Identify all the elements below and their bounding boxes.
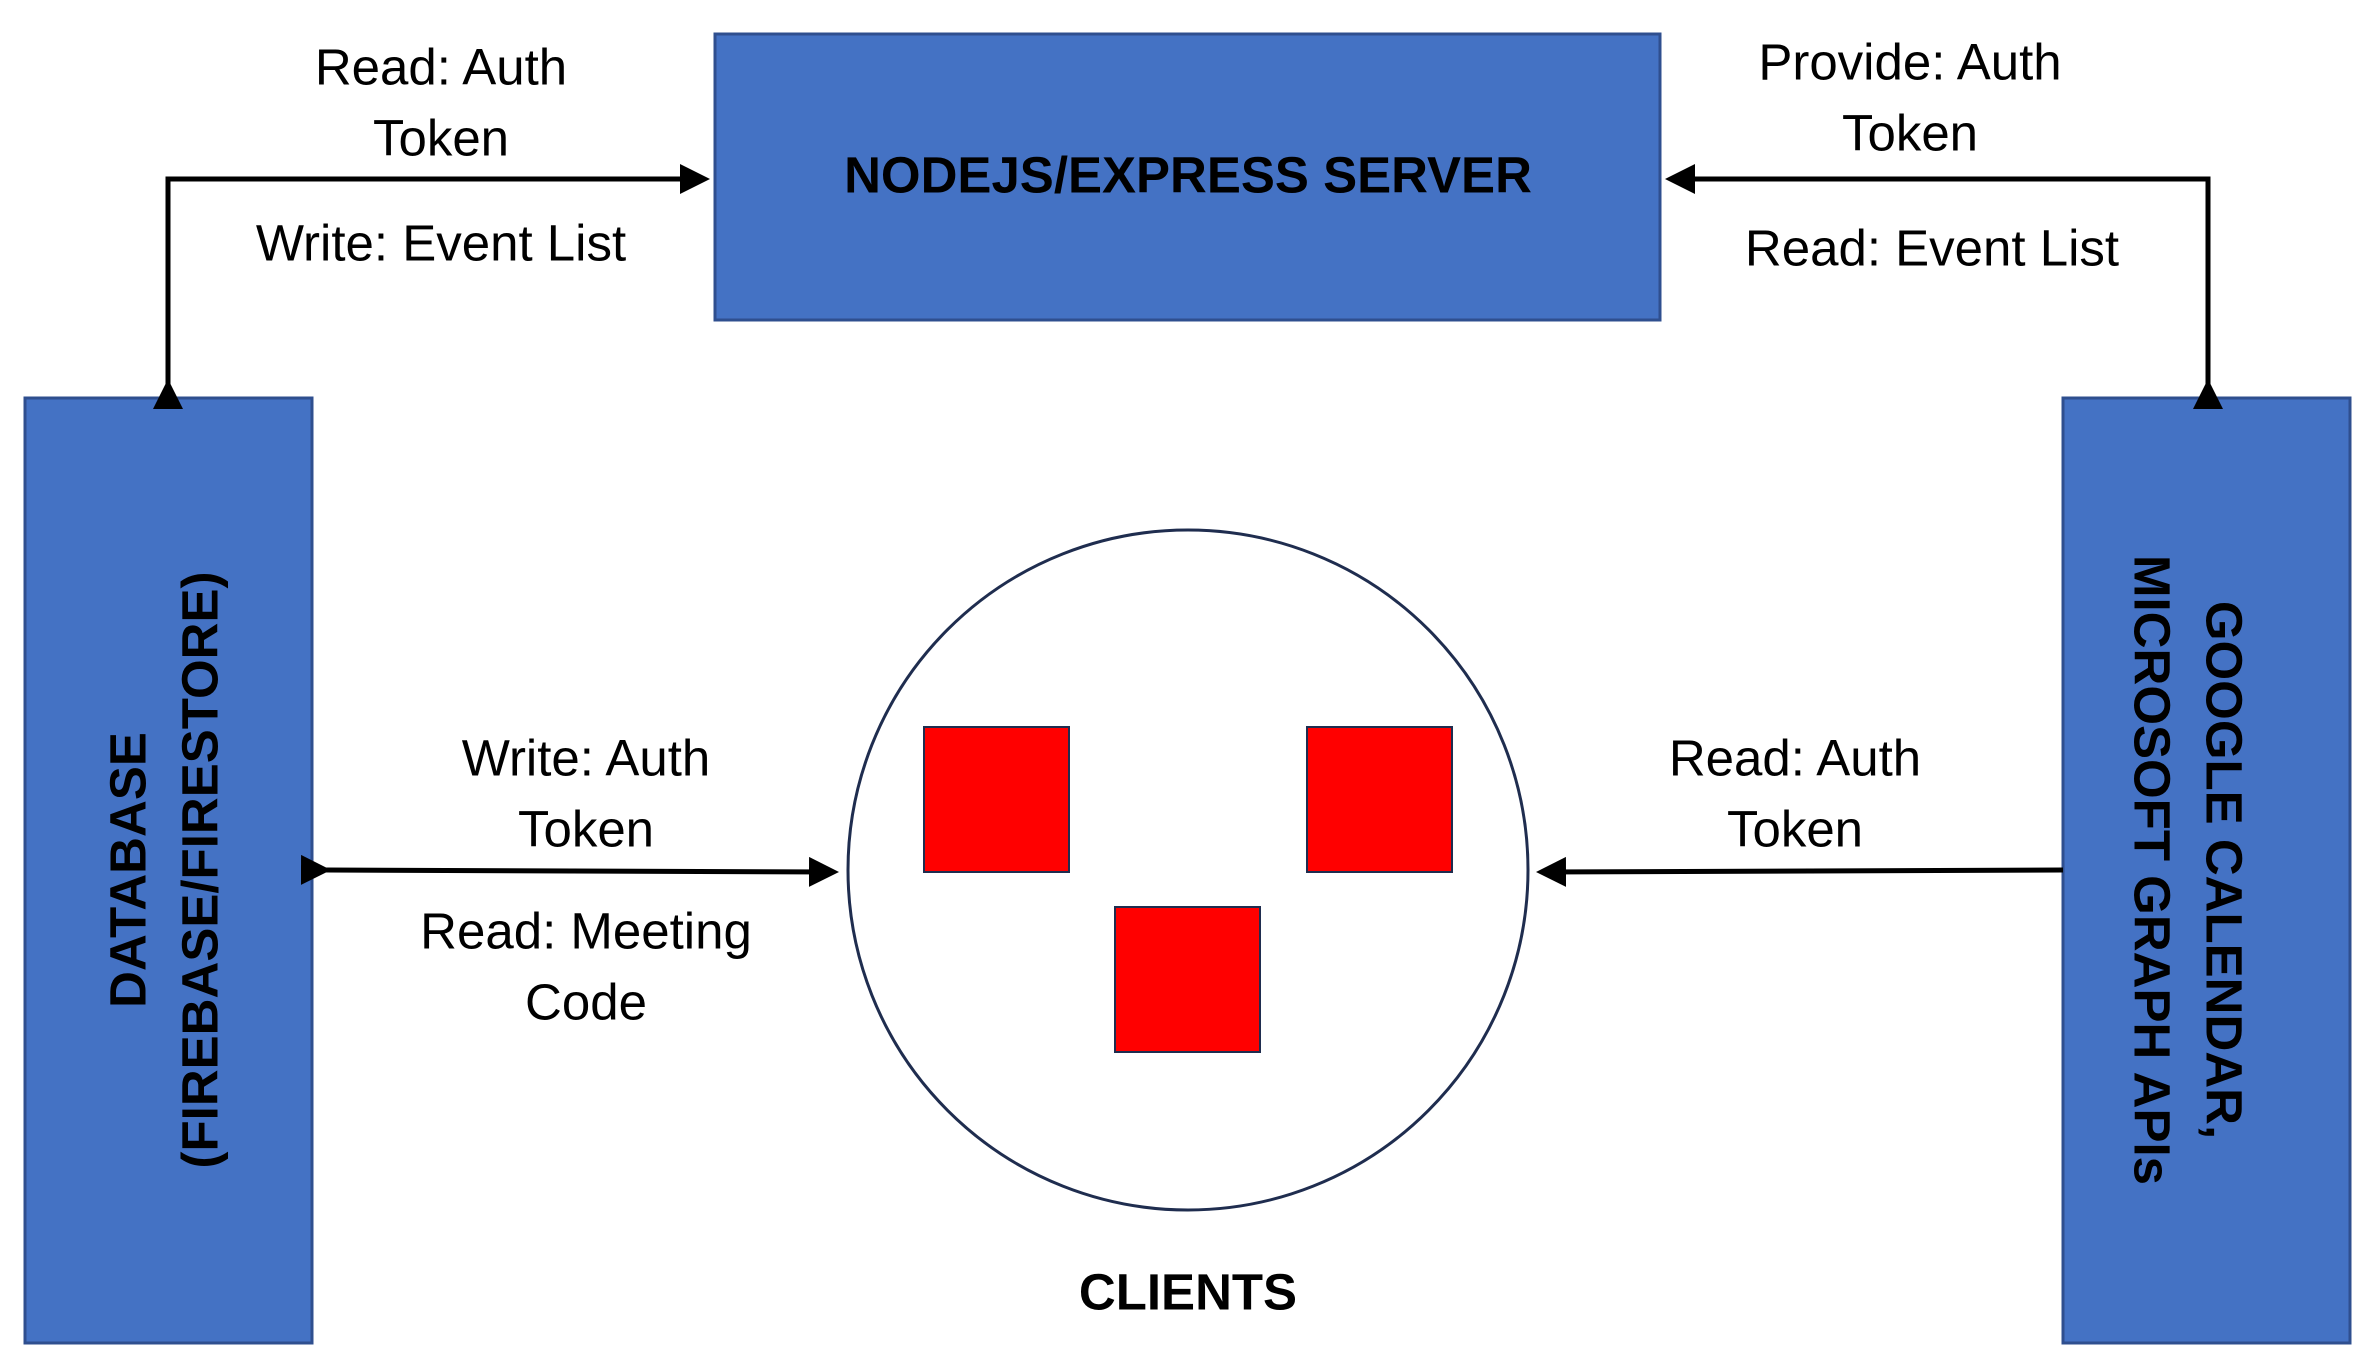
edge-label-write-auth-line2: Token — [518, 800, 654, 857]
apis-node: GOOGLE CALENDAR, MICROSOFT GRAPH APIs — [2061, 396, 2352, 1345]
apis-label-line1: GOOGLE CALENDAR, — [2196, 601, 2253, 1139]
clients-label: CLIENTS — [1079, 1263, 1297, 1320]
database-box — [23, 396, 314, 1345]
edge-label-read-auth-line1: Read: Auth — [315, 38, 567, 95]
edge-label-read-auth-client-line1: Read: Auth — [1669, 729, 1921, 786]
edge-apis-clients: Read: Auth Token — [1536, 729, 2064, 887]
connector-server-database — [153, 164, 710, 409]
edge-label-read-auth-client-line2: Token — [1727, 800, 1863, 857]
edge-label-provide-auth-line1: Provide: Auth — [1758, 33, 2061, 90]
client-square — [1306, 726, 1453, 873]
edge-label-read-auth-line2: Token — [373, 109, 509, 166]
client-square — [1114, 906, 1261, 1053]
edge-label-read-meeting-line1: Read: Meeting — [420, 902, 752, 959]
edge-database-clients: Write: Auth Token Read: Meeting Code — [300, 729, 839, 1030]
server-label: NODEJS/EXPRESS SERVER — [844, 146, 1532, 203]
apis-label-line2: MICROSOFT GRAPH APIs — [2124, 555, 2181, 1185]
server-box — [713, 32, 1662, 322]
server-node: NODEJS/EXPRESS SERVER — [713, 32, 1662, 322]
edge-label-read-meeting-line2: Code — [525, 973, 647, 1030]
connector-database-clients — [300, 854, 839, 887]
client-square — [923, 726, 1070, 873]
edge-server-database: Read: Auth Token Write: Event List — [153, 38, 710, 409]
database-node: DATABASE (FIREBASE/FIRESTORE) — [23, 396, 314, 1345]
connector-server-apis — [1665, 164, 2223, 409]
edge-label-provide-auth-line2: Token — [1842, 104, 1978, 161]
edge-label-write-event-list: Write: Event List — [256, 214, 626, 271]
clients-node: CLIENTS — [846, 528, 1530, 1320]
database-label-line1: DATABASE — [99, 732, 156, 1008]
edge-label-write-auth-line1: Write: Auth — [462, 729, 711, 786]
connector-apis-clients — [1536, 856, 2064, 887]
apis-box — [2061, 396, 2352, 1345]
clients-circle — [846, 528, 1530, 1212]
edge-label-read-event-list: Read: Event List — [1745, 219, 2119, 276]
edge-server-apis: Provide: Auth Token Read: Event List — [1665, 33, 2223, 409]
database-label-line2: (FIREBASE/FIRESTORE) — [171, 572, 228, 1169]
